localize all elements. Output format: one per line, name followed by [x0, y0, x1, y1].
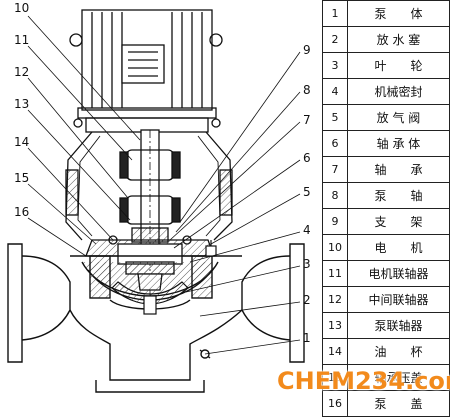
part-number: 10: [322, 234, 348, 261]
part-number: 6: [322, 130, 348, 157]
callout-7: 7: [303, 113, 311, 127]
callout-14: 14: [14, 135, 29, 149]
part-name: 泵 体: [347, 0, 450, 27]
leader-lines-left: [27, 15, 141, 257]
callout-8: 8: [303, 83, 311, 97]
bracket: [65, 131, 233, 241]
part-name: 轴 承: [347, 156, 450, 183]
part-name: 机械密封: [347, 78, 450, 105]
callout-11: 11: [14, 33, 29, 47]
part-number: 1: [322, 0, 348, 27]
part-number: 11: [322, 260, 348, 287]
part-name: 放 水 塞: [347, 26, 450, 53]
callout-4: 4: [303, 223, 311, 237]
pump-cross-section-drawing: 10 11 12 13 14 15 16 9 8 7 6 5 4 3 2 1: [7, 1, 311, 393]
part-number: 14: [322, 338, 348, 365]
part-name: 电机联轴器: [347, 260, 450, 287]
pump-body: [7, 243, 305, 393]
watermark: CHEM234.com: [277, 367, 450, 395]
callout-15: 15: [14, 171, 29, 185]
part-number: 3: [322, 52, 348, 79]
impeller: [111, 281, 189, 315]
callouts-left: 10 11 12 13 14 15 16: [14, 1, 29, 219]
callout-9: 9: [303, 43, 311, 57]
part-name: 泵联轴器: [347, 312, 450, 339]
part-number: 5: [322, 104, 348, 131]
part-number: 12: [322, 286, 348, 313]
callout-12: 12: [14, 65, 29, 79]
part-name: 油 杯: [347, 338, 450, 365]
callout-5: 5: [303, 185, 311, 199]
part-number: 13: [322, 312, 348, 339]
callout-6: 6: [303, 151, 311, 165]
callout-10: 10: [14, 1, 29, 15]
callout-16: 16: [14, 205, 29, 219]
part-name: 叶 轮: [347, 52, 450, 79]
part-name: 放 气 阀: [347, 104, 450, 131]
part-number: 9: [322, 208, 348, 235]
part-number: 4: [322, 78, 348, 105]
callout-1: 1: [303, 331, 311, 345]
leader-lines-right: [169, 51, 301, 355]
motor: [69, 9, 223, 133]
part-number: 7: [322, 156, 348, 183]
part-name: 中间联轴器: [347, 286, 450, 313]
part-number: 2: [322, 26, 348, 53]
part-number: 8: [322, 182, 348, 209]
part-name: 泵 轴: [347, 182, 450, 209]
callout-3: 3: [303, 257, 311, 271]
part-name: 电 机: [347, 234, 450, 261]
part-name: 轴 承 体: [347, 130, 450, 157]
callout-13: 13: [14, 97, 29, 111]
part-name: 支 架: [347, 208, 450, 235]
callouts-right: 9 8 7 6 5 4 3 2 1: [303, 43, 311, 345]
part-name: 轴承压盖: [347, 364, 450, 391]
callout-2: 2: [303, 293, 311, 307]
